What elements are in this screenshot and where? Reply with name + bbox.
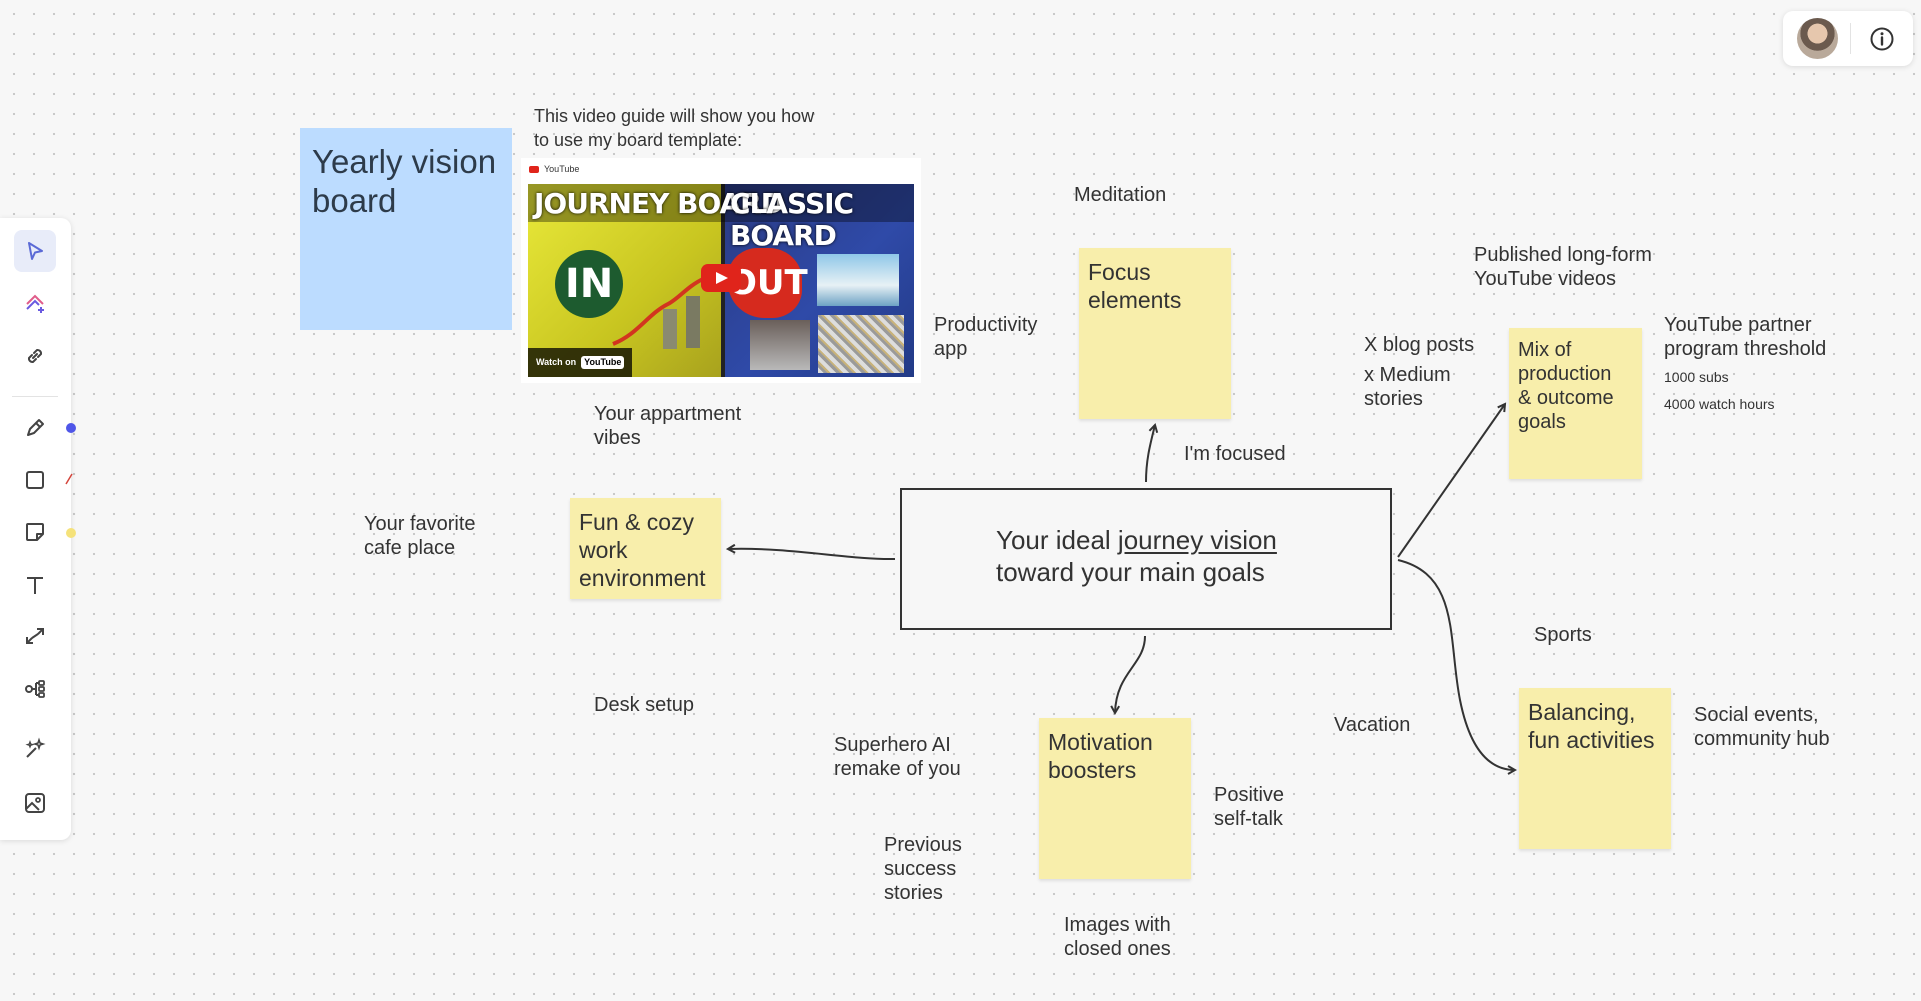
video-source-label: YouTube xyxy=(544,164,580,174)
connector-to-motivation[interactable] xyxy=(1115,635,1146,713)
label-partner-threshold[interactable]: YouTube partner program threshold xyxy=(1664,314,1827,360)
youtube-header: YouTube xyxy=(529,164,579,174)
pen-icon xyxy=(27,419,44,436)
central-goal-text: Your ideal journey vision toward your ma… xyxy=(996,524,1277,588)
left-toolbar xyxy=(0,218,76,840)
label-published-videos[interactable]: Published long-form YouTube videos xyxy=(1474,244,1652,290)
link-icon xyxy=(27,348,43,364)
thumbnail-title-bar xyxy=(528,184,914,222)
watch-brand-label: YouTube xyxy=(581,356,625,369)
shape-icon xyxy=(26,471,44,489)
note-color-dot[interactable] xyxy=(66,528,76,538)
label-vacation[interactable]: Vacation xyxy=(1334,714,1411,736)
shape-tool-button[interactable] xyxy=(14,459,56,501)
sticky-note-tool-button[interactable] xyxy=(14,511,56,553)
youtube-logo-icon xyxy=(529,165,539,173)
thumbnail-collage-photo xyxy=(818,315,904,373)
central-goal-box[interactable]: Your ideal journey vision toward your ma… xyxy=(900,488,1392,630)
user-avatar[interactable] xyxy=(1797,18,1838,59)
connector-to-balancing[interactable] xyxy=(1397,559,1515,770)
label-desk-setup[interactable]: Desk setup xyxy=(594,694,695,716)
connector-to-focus[interactable] xyxy=(1145,425,1155,483)
connector-to-cozy[interactable] xyxy=(728,549,896,561)
select-tool-button[interactable] xyxy=(14,230,56,272)
thumbnail-pool-photo xyxy=(817,254,899,306)
label-images-closed-ones[interactable]: Images with closed ones xyxy=(1064,914,1171,960)
central-goal-prefix: Your ideal xyxy=(996,525,1118,555)
central-goal-line2: toward your main goals xyxy=(996,557,1265,587)
note-motivation-boosters[interactable]: Motivation boosters xyxy=(1039,718,1191,879)
connector-icon xyxy=(26,628,44,644)
ai-create-icon xyxy=(26,294,44,313)
label-cafe-place[interactable]: Your favorite cafe place xyxy=(364,513,476,559)
central-goal-underlined: journey vision xyxy=(1117,525,1277,555)
label-previous-success[interactable]: Previous success stories xyxy=(884,834,962,904)
label-im-focused[interactable]: I'm focused xyxy=(1184,443,1286,465)
image-icon xyxy=(25,793,45,813)
label-superhero-ai[interactable]: Superhero AI remake of you xyxy=(834,734,961,780)
info-icon[interactable] xyxy=(1869,26,1895,52)
growth-chart-icon xyxy=(612,277,704,349)
watch-on-youtube-button[interactable]: Watch on YouTube xyxy=(528,348,633,377)
pen-color-dot[interactable] xyxy=(66,423,76,433)
label-apartment-vibes[interactable]: Your appartment vibes xyxy=(594,403,742,449)
top-right-panel xyxy=(1783,11,1913,66)
vision-board-note[interactable]: Yearly vision board xyxy=(300,128,512,330)
note-focus-elements[interactable]: Focus elements xyxy=(1079,248,1231,419)
sticky-note-icon xyxy=(26,523,44,541)
label-blog-posts[interactable]: X blog posts xyxy=(1364,334,1475,356)
link-tool-button[interactable] xyxy=(14,335,56,377)
connector-tool-button[interactable] xyxy=(14,615,56,657)
label-medium-stories[interactable]: x Medium stories xyxy=(1364,364,1451,410)
label-meditation[interactable]: Meditation xyxy=(1074,184,1167,206)
select-icon xyxy=(28,242,43,260)
label-sports[interactable]: Sports xyxy=(1534,624,1592,646)
mindmap-icon xyxy=(25,680,45,698)
text-icon xyxy=(27,577,43,594)
watch-on-label: Watch on xyxy=(536,357,577,367)
thumbnail-right-title: CLASSIC BOARD xyxy=(730,187,854,252)
toolbar-divider xyxy=(12,396,58,397)
label-social-events[interactable]: Social events, community hub xyxy=(1694,704,1830,750)
video-caption: This video guide will show you how to us… xyxy=(534,106,815,150)
label-positive-self-talk[interactable]: Positive self-talk xyxy=(1214,784,1285,830)
note-balancing-activities[interactable]: Balancing, fun activities xyxy=(1519,688,1671,849)
thumbnail-car-photo xyxy=(750,320,810,370)
thumbnail-left-title: JOURNEY BOARD xyxy=(534,187,784,220)
ai-sparkle-icon xyxy=(25,737,46,758)
image-tool-button[interactable] xyxy=(14,782,56,824)
top-right-divider xyxy=(1850,23,1851,54)
ai-create-tool-button[interactable] xyxy=(14,283,56,325)
play-button-icon[interactable] xyxy=(701,264,741,292)
connector-to-mix[interactable] xyxy=(1397,404,1505,558)
note-mix-goals[interactable]: Mix of production & outcome goals xyxy=(1509,328,1642,479)
text-tool-button[interactable] xyxy=(14,564,56,606)
note-cozy-environment[interactable]: Fun & cozy work environment xyxy=(570,498,721,599)
mindmap-tool-button[interactable] xyxy=(14,668,56,710)
thumbnail-in-badge: IN xyxy=(555,250,623,318)
label-subs[interactable]: 1000 subs xyxy=(1664,369,1729,385)
pen-tool-button[interactable] xyxy=(14,407,56,449)
video-thumbnail[interactable]: JOURNEY BOARD CLASSIC BOARD IN OUT Watch… xyxy=(528,184,914,377)
ai-sparkle-tool-button[interactable] xyxy=(14,728,56,770)
label-productivity-app[interactable]: Productivity app xyxy=(934,314,1038,360)
youtube-video-embed[interactable]: YouTube JOURNEY BOARD CLASSIC BOARD IN O… xyxy=(521,158,921,383)
label-watch-hours[interactable]: 4000 watch hours xyxy=(1664,396,1775,412)
shape-color-indicator[interactable] xyxy=(64,472,74,486)
